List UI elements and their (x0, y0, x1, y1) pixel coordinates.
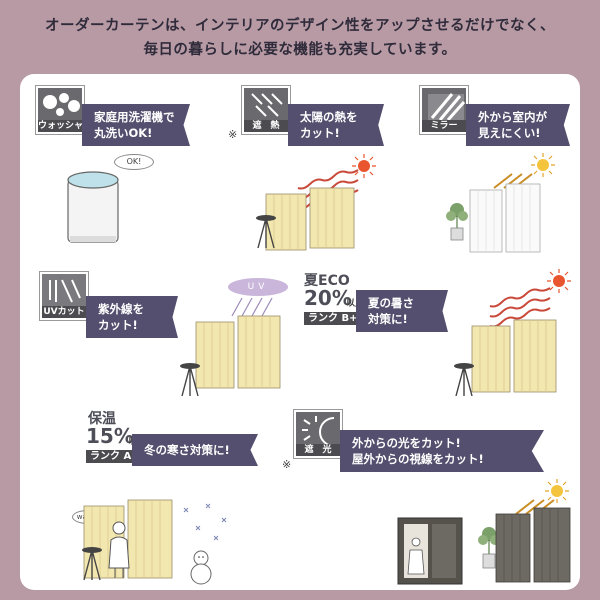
blackout-icon (302, 416, 335, 447)
feature-summer-eco: 夏ECO 20% 以上 ランク B+ 夏の暑さ 対策に! (300, 264, 580, 404)
feature-blackout: ※ 遮 光 外からの光をカット! 屋外からの視線をカット! (280, 404, 580, 590)
heat-shield-badge-label: 遮 熱 (244, 120, 288, 132)
summer-eco-banner: 夏の暑さ 対策に! (356, 290, 448, 332)
summer-eco-line-1: 夏の暑さ (368, 296, 414, 310)
mirror-line-2: 見えにくい! (478, 126, 541, 140)
window-outside-icon (397, 517, 463, 585)
plant-icon (478, 527, 500, 569)
heat-arrows-icon (251, 93, 283, 117)
blackout-badge-label: 遮 光 (296, 444, 340, 456)
feature-heat-shield: ※ 遮 熱 太陽の熱を カット! (210, 74, 400, 254)
side-table-icon (180, 363, 200, 397)
uv-rays-icon (49, 279, 81, 303)
headline-line-1: オーダーカーテンは、インテリアのデザイン性をアップさせるだけでなく、 (45, 18, 555, 34)
washable-speech-text: OK! (126, 157, 142, 166)
heat-shield-mark: ※ (228, 128, 238, 141)
feature-warmth: 保温 15% 以上 ランク A 冬の寒さ対策に! warm! (20, 404, 280, 590)
side-table-icon (454, 363, 474, 397)
feature-washable: ウォッシャブル 家庭用洗濯機で 丸洗いOK! OK! (20, 74, 210, 254)
summer-eco-percent-suffix: 以上 (346, 299, 365, 309)
person-icon (108, 521, 130, 578)
mirror-badge: ミラー (419, 85, 469, 135)
cream-curtain-icon (471, 319, 557, 393)
uv-cut-line-1: 紫外線を (98, 302, 144, 316)
warmth-percent: 15% (86, 424, 134, 448)
bubbles-icon (43, 93, 80, 116)
uv-cut-badge-label: UVカット (42, 306, 86, 318)
summer-eco-percent: 20% (304, 286, 352, 310)
sun-icon (545, 479, 569, 503)
heat-shield-line-1: 太陽の熱を (300, 110, 358, 124)
uv-cloud-label: UV (247, 282, 269, 292)
blackout-line-2: 屋外からの視線をカット! (352, 452, 484, 466)
mirror-banner: 外から室内が 見えにくい! (466, 104, 570, 146)
mirror-badge-label: ミラー (422, 120, 466, 132)
warmth-rank: ランク A (86, 450, 136, 463)
washable-line-2: 丸洗いOK! (94, 126, 153, 140)
washable-speech: OK! (114, 154, 154, 170)
warmth-banner: 冬の寒さ対策に! (132, 434, 258, 466)
sun-icon (531, 153, 555, 177)
summer-eco-title: 夏ECO (304, 273, 350, 289)
uv-rays-lines-icon (231, 297, 273, 317)
washable-badge: ウォッシャブル (35, 85, 102, 135)
cream-curtain-icon (195, 315, 281, 389)
blackout-mark: ※ (282, 458, 292, 471)
blackout-line-1: 外からの光をカット! (352, 436, 461, 450)
sun-icon (352, 154, 376, 178)
mirror-icon (428, 93, 466, 121)
uv-cloud: UV (228, 278, 288, 296)
features-panel: ウォッシャブル 家庭用洗濯機で 丸洗いOK! OK! ※ 遮 熱 太陽の熱を カ… (20, 74, 580, 590)
side-table-icon (82, 547, 102, 581)
dark-curtain-icon (495, 507, 571, 583)
sun-icon (547, 269, 571, 293)
sheer-curtain-icon (469, 183, 541, 253)
plant-icon (446, 203, 468, 241)
summer-eco-line-2: 対策に! (368, 312, 408, 326)
uv-cut-badge: UVカット (39, 271, 89, 321)
feature-mirror: ミラー 外から室内が 見えにくい! (400, 74, 580, 254)
headline-line-2: 毎日の暮らしに必要な機能も充実しています。 (143, 42, 457, 58)
washable-badge-label: ウォッシャブル (38, 120, 102, 132)
mirror-line-1: 外から室内が (478, 110, 547, 124)
snowflakes-icon (183, 503, 227, 541)
warmth-line-1: 冬の寒さ対策に! (144, 443, 230, 457)
headline: オーダーカーテンは、インテリアのデザイン性をアップさせるだけでなく、 毎日の暮ら… (0, 14, 600, 62)
warmth-title: 保温 (88, 411, 116, 427)
heat-shield-line-2: カット! (300, 126, 340, 140)
side-table-icon (256, 215, 276, 249)
blackout-badge: 遮 光 (293, 409, 343, 459)
feature-uv-cut: UVカット 紫外線を カット! UV (20, 264, 300, 404)
heat-waves-icon (489, 287, 551, 328)
washable-banner: 家庭用洗濯機で 丸洗いOK! (82, 104, 190, 146)
summer-eco-rank: ランク B+ (304, 312, 362, 325)
washing-machine-icon (67, 171, 119, 243)
washable-line-1: 家庭用洗濯機で (94, 110, 175, 124)
heat-shield-badge: 遮 熱 (241, 85, 291, 135)
uv-cut-line-2: カット! (98, 318, 138, 332)
heat-shield-banner: 太陽の熱を カット! (288, 104, 384, 146)
blackout-banner: 外からの光をカット! 屋外からの視線をカット! (340, 430, 544, 472)
snowman-icon (190, 550, 212, 585)
uv-cut-banner: 紫外線を カット! (86, 296, 178, 338)
